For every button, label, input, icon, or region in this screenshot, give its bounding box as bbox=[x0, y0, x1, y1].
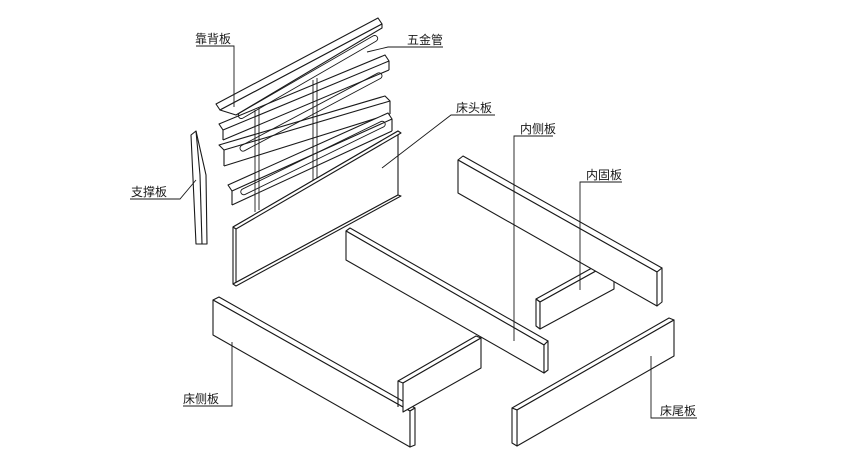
label-inner-side: 内侧板 bbox=[520, 122, 556, 136]
label-backrest: 靠背板 bbox=[195, 32, 231, 46]
backrest-slat-1 bbox=[215, 17, 383, 116]
inner-side-board bbox=[345, 227, 549, 374]
label-metal-tube: 五金管 bbox=[407, 32, 443, 47]
right-side-board bbox=[457, 155, 663, 307]
labels: 靠背板 五金管 支撑板 床头板 内侧板 内固板 床侧板 床尾板 bbox=[131, 32, 696, 418]
label-bed-side: 床侧板 bbox=[183, 392, 219, 406]
support-board bbox=[190, 130, 208, 245]
label-headboard: 床头板 bbox=[456, 101, 492, 115]
metal-tubes bbox=[237, 35, 386, 212]
label-support: 支撑板 bbox=[131, 184, 167, 199]
label-footboard: 床尾板 bbox=[660, 404, 696, 418]
backrest-slat-3 bbox=[218, 95, 391, 167]
bed-side-board bbox=[212, 296, 482, 448]
backrest-slats bbox=[215, 17, 393, 206]
leader-lines bbox=[130, 45, 697, 419]
label-inner-fixed: 内固板 bbox=[586, 168, 622, 182]
footboard bbox=[511, 317, 675, 447]
headboard bbox=[232, 130, 402, 287]
